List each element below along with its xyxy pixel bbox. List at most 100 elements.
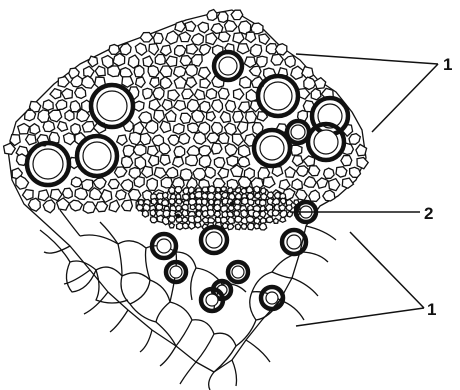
cell	[149, 155, 159, 166]
cell	[260, 211, 266, 218]
cell	[254, 186, 260, 193]
cell	[280, 210, 287, 217]
cell	[58, 77, 69, 88]
cell	[134, 177, 144, 188]
cell	[140, 33, 153, 42]
cell	[134, 66, 144, 77]
cell	[108, 66, 120, 77]
cell	[117, 135, 127, 145]
cell	[160, 121, 171, 133]
cell	[309, 166, 320, 176]
cell	[168, 216, 175, 222]
cell	[160, 66, 172, 77]
cell	[154, 33, 164, 44]
cell	[206, 33, 217, 45]
cell	[266, 217, 273, 223]
cell	[214, 211, 220, 217]
cell	[255, 193, 261, 199]
cell	[174, 146, 185, 157]
cell	[163, 192, 169, 198]
cell	[161, 177, 172, 188]
cell	[220, 112, 230, 123]
cell	[309, 190, 320, 201]
cell	[271, 54, 283, 65]
cell	[202, 193, 208, 200]
cell	[222, 192, 228, 198]
cell	[182, 89, 194, 99]
cell	[174, 66, 187, 77]
label-2: 2	[424, 204, 433, 223]
nucleus-dot	[176, 214, 181, 219]
cell	[137, 205, 144, 211]
cell	[133, 145, 146, 156]
cell	[142, 210, 148, 217]
cell	[155, 54, 165, 64]
cell	[195, 223, 201, 229]
cell	[88, 56, 98, 67]
cell	[180, 113, 191, 123]
cell	[162, 200, 169, 206]
cell	[38, 110, 49, 123]
cell	[317, 178, 328, 188]
cell	[175, 21, 186, 32]
cell	[84, 66, 95, 77]
cell	[26, 134, 36, 145]
cell	[123, 145, 134, 156]
cell	[202, 217, 209, 223]
cell	[128, 189, 141, 200]
cell	[218, 12, 228, 23]
cell	[285, 167, 295, 178]
cell	[122, 156, 133, 167]
cell	[202, 199, 208, 205]
cell	[175, 187, 183, 193]
cell	[187, 44, 198, 55]
cell	[62, 89, 73, 99]
cell	[199, 44, 210, 55]
cell	[259, 34, 270, 44]
cell	[275, 44, 286, 55]
cell	[176, 205, 182, 211]
cell	[180, 56, 192, 66]
cell	[218, 88, 229, 99]
cell	[194, 132, 206, 144]
cell	[173, 157, 184, 167]
cell	[147, 178, 158, 190]
cell	[219, 133, 229, 144]
cell	[183, 194, 190, 201]
cell	[250, 66, 262, 76]
cell	[246, 216, 254, 222]
cell	[292, 179, 303, 190]
cell	[280, 217, 286, 222]
cell	[113, 53, 125, 66]
cell	[75, 188, 88, 199]
cell	[218, 168, 229, 178]
cell	[134, 101, 144, 111]
cell	[273, 218, 278, 223]
cell	[145, 121, 157, 134]
cell	[202, 187, 208, 193]
cell	[239, 145, 251, 157]
cell	[43, 200, 55, 213]
cell	[69, 200, 82, 211]
cell	[260, 200, 266, 207]
cell	[48, 110, 61, 122]
cell	[165, 110, 176, 121]
cell	[169, 199, 175, 205]
cell	[129, 132, 141, 144]
cell	[168, 90, 180, 101]
cell	[153, 87, 164, 99]
cell	[350, 167, 361, 177]
cell	[207, 133, 220, 143]
cell	[159, 143, 170, 154]
cell	[108, 179, 119, 189]
cell	[166, 31, 179, 44]
cell	[253, 211, 260, 218]
cell	[234, 210, 240, 216]
cell	[215, 193, 222, 200]
cell	[186, 78, 197, 88]
cell	[207, 10, 217, 21]
label-1-lower: 1	[427, 300, 436, 319]
cell	[190, 205, 195, 210]
cell	[43, 100, 53, 110]
